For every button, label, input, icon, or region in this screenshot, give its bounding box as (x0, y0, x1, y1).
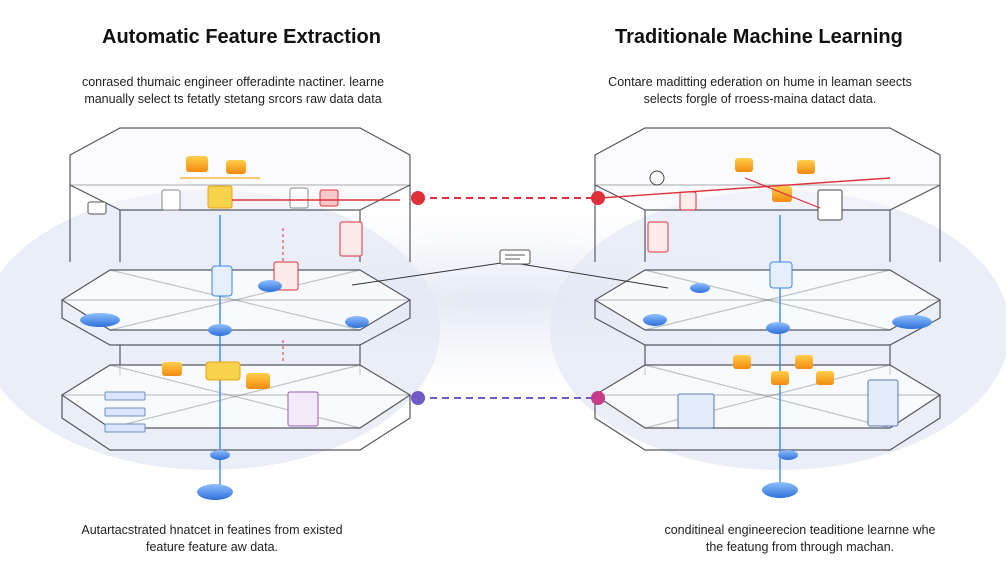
server-rack-icon (867, 379, 899, 427)
cylinder-icon (769, 261, 793, 289)
node-orange (797, 160, 815, 174)
right-title: Traditionale Machine Learning (615, 26, 903, 48)
node-red-box (319, 189, 339, 207)
node-orange (771, 371, 789, 385)
node-orange (795, 355, 813, 369)
left-caption: Autartacstrated hnatcet in featines from… (52, 522, 372, 556)
cylinder-icon (211, 265, 233, 297)
list-row-icon (104, 423, 146, 433)
chip-icon (289, 187, 309, 209)
document-stack-icon (677, 393, 715, 429)
node-orange (226, 160, 246, 174)
connector-node-purple (411, 391, 425, 405)
blue-disc (762, 482, 798, 498)
right-caption-line: the featung from through machan. (705, 540, 895, 554)
right-middle-layer (593, 269, 942, 375)
left-bottom-nodes (104, 340, 319, 500)
blue-disc (258, 280, 282, 292)
connector-node-red (411, 191, 425, 205)
connectors (351, 191, 669, 405)
blue-disc (210, 450, 230, 460)
right-description-line: selects forgle of rroess-maina datact da… (643, 92, 877, 106)
server-icon (87, 201, 107, 215)
right-top-nodes (599, 158, 891, 253)
right-middle-nodes (643, 261, 932, 334)
blue-disc (778, 450, 798, 460)
node-red-box (679, 191, 697, 211)
refresh-icon (649, 170, 665, 186)
list-row-icon (104, 407, 146, 417)
node-orange (186, 156, 208, 172)
blue-disc (690, 283, 710, 293)
node-orange (246, 373, 270, 389)
node-yellow-block (205, 361, 241, 381)
circuit-icon (817, 189, 843, 221)
node-orange (733, 355, 751, 369)
left-top-nodes (87, 156, 400, 257)
blue-disc (766, 322, 790, 334)
database-icon (339, 221, 363, 257)
left-bottom-layer (60, 364, 412, 451)
right-top-layer (594, 127, 941, 262)
left-middle-layer (60, 269, 412, 375)
chip-icon (161, 189, 181, 211)
right-caption-line: conditineal engineerecion teaditione lea… (664, 523, 936, 537)
left-caption-line: feature feature aw data. (145, 540, 279, 554)
node-orange (162, 362, 182, 376)
right-description: Contare maditting ederation on hume in l… (580, 74, 940, 108)
blue-disc (892, 315, 932, 329)
connector-node-red (591, 191, 605, 205)
left-description-line: conrased thumaic engineer offeradinte na… (81, 75, 385, 89)
document-stack-icon (287, 391, 319, 427)
blue-disc (345, 316, 369, 328)
right-caption: conditineal engineerecion teaditione lea… (640, 522, 960, 556)
blue-disc (80, 313, 120, 327)
center-hub-icon (499, 249, 531, 265)
connector-node-pink (591, 391, 605, 405)
right-description-line: Contare maditting ederation on hume in l… (608, 75, 912, 89)
database-icon (647, 221, 669, 253)
node-orange (735, 158, 753, 172)
left-caption-line: Autartacstrated hnatcet in featines from… (81, 523, 343, 537)
left-middle-nodes (80, 228, 369, 336)
node-orange (816, 371, 834, 385)
blue-disc (208, 324, 232, 336)
left-description: conrased thumaic engineer offeradinte na… (52, 74, 414, 108)
blue-disc (197, 484, 233, 500)
blue-disc (643, 314, 667, 326)
left-description-line: manually select ts fetatly stetang srcor… (84, 92, 382, 106)
list-row-icon (104, 391, 146, 401)
left-title: Automatic Feature Extraction (102, 26, 381, 48)
right-bottom-nodes (677, 355, 899, 498)
node-orange (772, 186, 792, 202)
node-yellow-block (207, 185, 233, 209)
